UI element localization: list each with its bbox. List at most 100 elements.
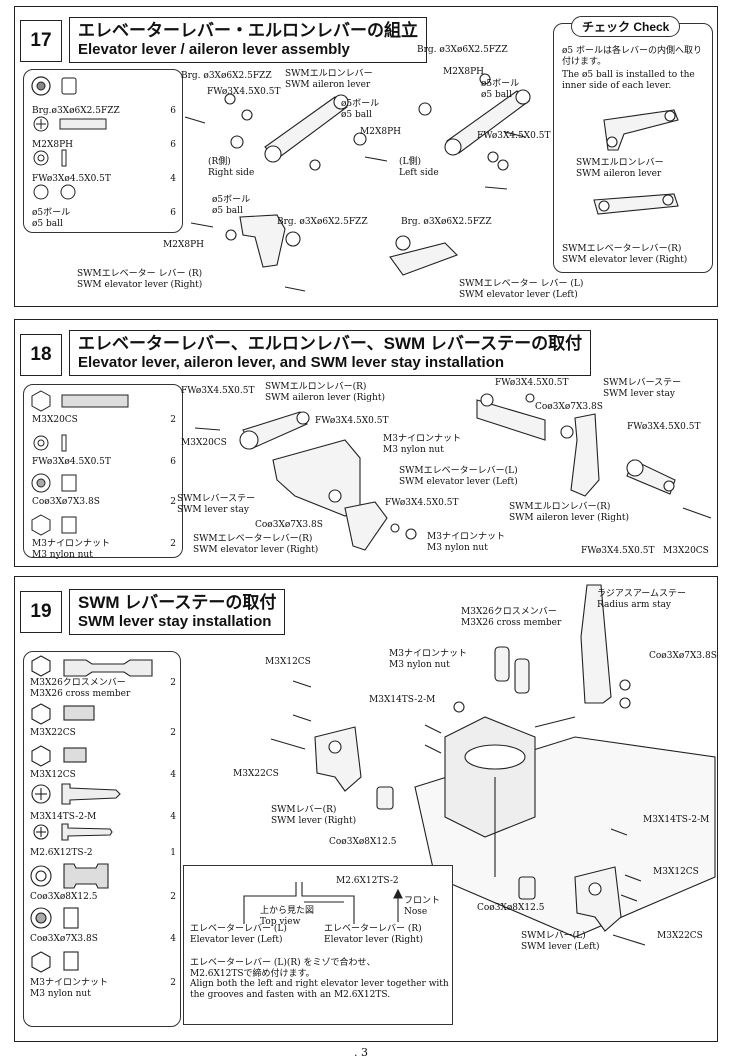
step-number: 19: [20, 591, 62, 633]
parts-icons: [31, 76, 107, 200]
check-box: ø5 ボールは各レバーの内側へ取り付けます。 The ø5 ball is in…: [553, 23, 713, 273]
label: M3X22CS: [657, 931, 703, 941]
label: FWø3X4.5X0.5T: [315, 416, 389, 426]
assembly-diagram-18: [194, 393, 712, 551]
label: M2X8PH: [360, 127, 401, 137]
label: エレベーターレバー (L)Elevator lever (Left): [190, 924, 287, 945]
label: FWø3X4.5X0.5T: [181, 386, 255, 396]
label: SWMエレベーターレバー(R)SWM elevator lever (Right…: [193, 534, 319, 555]
step-number: 17: [20, 20, 62, 62]
label: FWø3X4.5X0.5T: [477, 131, 551, 141]
label: FWø3X4.5X0.5T: [495, 378, 569, 388]
label: Coø3Xø8X12.5: [477, 903, 545, 913]
label: Coø3Xø7X3.8S: [255, 520, 323, 530]
label: M3X12CS: [265, 657, 311, 667]
parts-icons: [30, 655, 153, 973]
label: M2X8PH: [443, 67, 484, 77]
label: SWMエルロンレバー(R)SWM aileron lever (Right): [265, 382, 385, 403]
label: FWø3X4.5X0.5T: [581, 546, 655, 556]
assembly-diagram-19: [270, 584, 716, 946]
label: M2X8PH: [163, 240, 204, 250]
label: Brg. ø3Xø6X2.5FZZ: [401, 217, 492, 227]
label: SWMエレベーターレバー(R)SWM elevator lever (Right…: [562, 244, 688, 265]
step-title-jp: エレベーターレバー、エルロンレバー、SWM レバーステーの取付: [78, 334, 583, 353]
step-number: 18: [20, 334, 62, 376]
step-title-en: SWM lever stay installation: [78, 613, 272, 630]
label: エレベーターレバー (R)Elevator lever (Right): [324, 924, 424, 945]
section-18: 18 エレベーターレバー、エルロンレバー、SWM レバーステーの取付 Eleva…: [14, 319, 718, 567]
section-19: 19 SWM レバーステーの取付 SWM lever stay installa…: [14, 576, 718, 1042]
step-title: SWM レバーステーの取付 SWM lever stay installatio…: [69, 589, 286, 635]
label: M3X14TS-2-M: [643, 815, 710, 825]
step-title-jp: SWM レバーステーの取付: [78, 593, 277, 612]
label: FWø3X4.5X0.5T: [627, 422, 701, 432]
check-diagram: [593, 109, 679, 215]
step-title: エレベーターレバー、エルロンレバー、SWM レバーステーの取付 Elevator…: [69, 330, 592, 376]
label: SWMレバー(L)SWM lever (Left): [521, 931, 600, 952]
label: (L側)Left side: [399, 157, 439, 178]
check-text-jp: ø5 ボールは各レバーの内側へ取り付けます。: [562, 46, 703, 67]
label: M3X14TS-2-M: [369, 695, 436, 705]
label: (R側)Right side: [208, 157, 255, 178]
label: Brg. ø3Xø6X2.5FZZ: [277, 217, 368, 227]
label: M3X12CS: [653, 867, 699, 877]
label: Brg. ø3Xø6X2.5FZZ: [417, 45, 508, 55]
step-title-en: Elevator lever / aileron lever assembly: [78, 41, 350, 58]
section-17: 17 エレベーターレバー・エルロンレバーの組立 Elevator lever /…: [14, 6, 718, 307]
label: SWMエレベーター レバー (R)SWM elevator lever (Rig…: [77, 269, 203, 290]
check-header: チェック Check: [571, 16, 681, 37]
label: SWMエレベーターレバー(L)SWM elevator lever (Left): [399, 466, 518, 487]
page-number: . 3: [354, 1046, 368, 1059]
step-title-jp: エレベーターレバー・エルロンレバーの組立: [78, 21, 418, 40]
label: Coø3Xø7X3.8S: [535, 402, 603, 412]
label: FWø3X4.5X0.5T: [207, 87, 281, 97]
label: SWMエレベーター レバー (L)SWM elevator lever (Lef…: [459, 279, 584, 300]
check-text-en: The ø5 ball is installed to the inner si…: [562, 70, 695, 91]
note-text: エレベーターレバー (L)(R) をミゾで合わせ、M2.6X12TSで締め付けま…: [190, 958, 449, 1000]
label: Brg. ø3Xø6X2.5FZZ: [181, 71, 272, 81]
label: Coø3Xø8X12.5: [329, 837, 397, 847]
assembly-diagram-17: [184, 73, 531, 292]
label: M2.6X12TS-2: [336, 876, 399, 886]
step-title-en: Elevator lever, aileron lever, and SWM l…: [78, 354, 505, 371]
label: M3X20CS: [663, 546, 709, 556]
step-title: エレベーターレバー・エルロンレバーの組立 Elevator lever / ai…: [69, 17, 427, 63]
parts-icons: [31, 390, 129, 536]
label: Coø3Xø7X3.8S: [649, 651, 717, 661]
note-diagram: [243, 882, 403, 924]
